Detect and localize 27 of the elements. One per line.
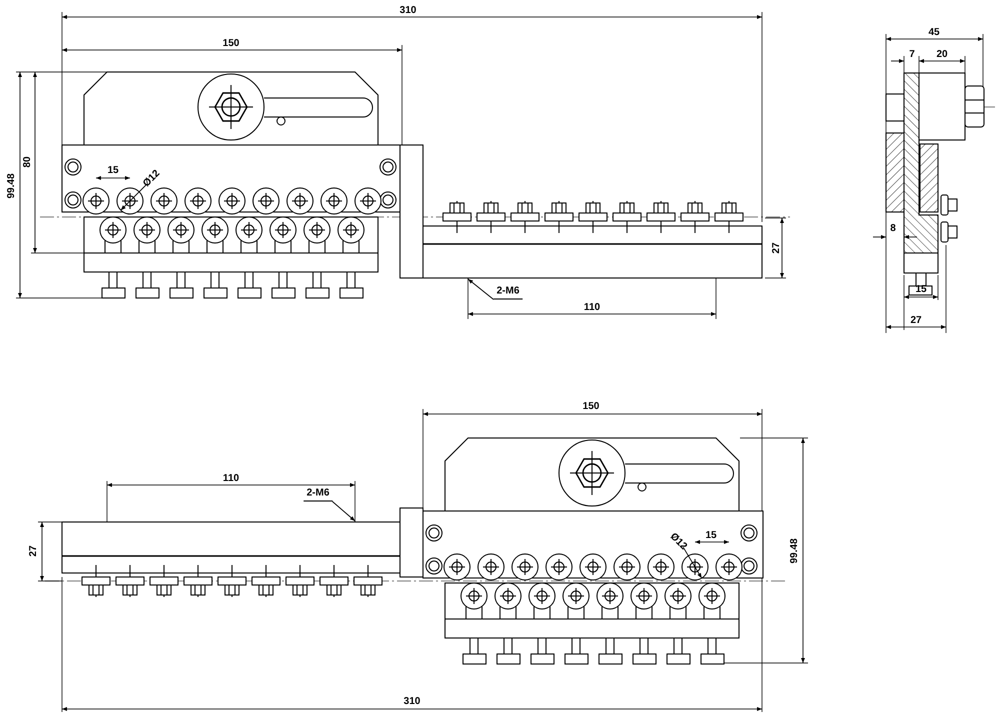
dimension-text: 99.48 bbox=[790, 538, 800, 564]
callout-text: Ø12 bbox=[668, 532, 688, 552]
dimension-text: 150 bbox=[222, 39, 240, 49]
dimension-text: 310 bbox=[400, 6, 416, 16]
dimension-text: 20 bbox=[936, 50, 948, 60]
dimension-text: 15 bbox=[705, 531, 717, 541]
dimension-text: 110 bbox=[222, 474, 240, 484]
leader-line bbox=[682, 546, 702, 579]
dimension-text: 27 bbox=[910, 316, 922, 326]
dimension-text: 7 bbox=[909, 50, 915, 60]
leader-line bbox=[332, 501, 356, 522]
dimension-text: 8 bbox=[890, 224, 896, 234]
dimension-text: 15 bbox=[107, 166, 119, 176]
dimension-text: 150 bbox=[582, 402, 600, 412]
dimension-text: 45 bbox=[928, 28, 940, 38]
dimension-text: 110 bbox=[584, 303, 600, 313]
callout-text: 2-M6 bbox=[494, 286, 522, 300]
roller bbox=[116, 188, 144, 214]
dimension-text: 99.48 bbox=[7, 173, 17, 199]
callout-text: 2-M6 bbox=[304, 488, 332, 502]
dimension-text: 27 bbox=[29, 545, 39, 557]
leader-line bbox=[120, 184, 148, 211]
dimension-text: 27 bbox=[772, 242, 782, 254]
leader-line bbox=[468, 278, 494, 300]
roller bbox=[682, 554, 708, 580]
dimension-text: 80 bbox=[23, 156, 33, 168]
dimension-text: 310 bbox=[404, 697, 420, 707]
